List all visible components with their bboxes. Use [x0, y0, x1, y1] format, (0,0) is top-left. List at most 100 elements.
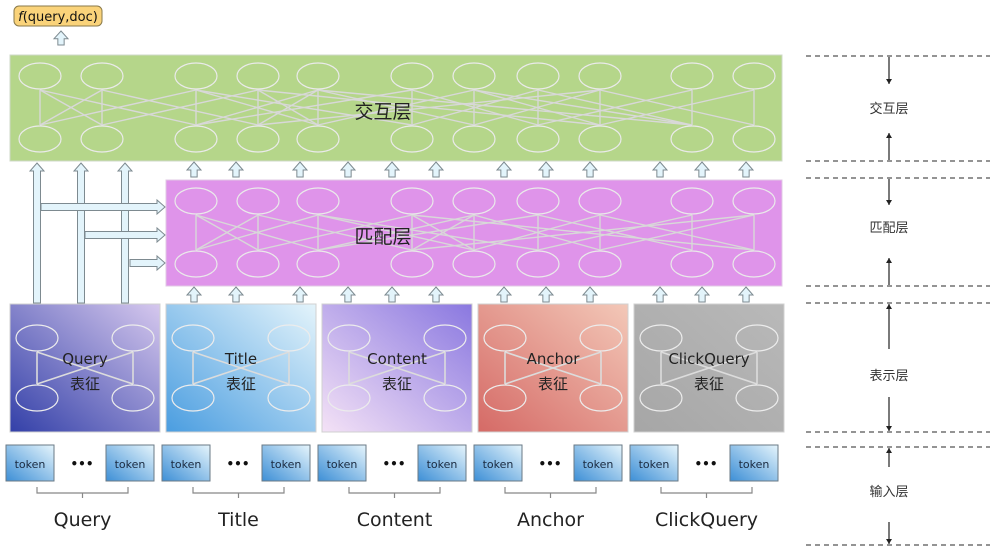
matching-layer-label: 匹配层 [354, 226, 411, 248]
node [15, 384, 59, 412]
field-label: Title [217, 509, 259, 531]
node [578, 187, 622, 215]
node [327, 384, 371, 412]
node [639, 384, 683, 412]
up-arrow-icon [886, 448, 892, 453]
node [735, 324, 779, 352]
interaction-layer-label: 交互层 [354, 101, 411, 123]
up-arrow-icon [227, 161, 245, 178]
representation-suffix: 表征 [538, 375, 568, 393]
up-arrow-icon [651, 286, 669, 303]
legend-label: 表示层 [869, 369, 908, 384]
up-arrow-icon [737, 286, 755, 303]
representation-name: Anchor [527, 350, 581, 368]
node [578, 125, 622, 153]
node [236, 62, 280, 90]
edge [599, 214, 755, 251]
representation-name: Title [224, 350, 257, 368]
node [670, 62, 714, 90]
down-arrow-icon [886, 539, 892, 544]
node [452, 250, 496, 278]
up-arrow-icon [185, 286, 203, 303]
up-arrow-icon [693, 286, 711, 303]
node [18, 125, 62, 153]
ellipsis: ••• [70, 457, 93, 471]
output-score-box: f(query,doc) [13, 5, 103, 27]
edge [195, 214, 259, 251]
legend-label: 匹配层 [869, 221, 908, 236]
down-arrow-icon [886, 200, 892, 205]
node [174, 125, 218, 153]
node [639, 324, 683, 352]
up-arrow-icon [651, 161, 669, 178]
node [174, 62, 218, 90]
node [267, 384, 311, 412]
ellipsis: ••• [382, 457, 405, 471]
edge [411, 214, 755, 251]
edge [192, 351, 290, 385]
node [670, 250, 714, 278]
node [579, 324, 623, 352]
token-box [729, 444, 779, 482]
node [452, 125, 496, 153]
node [80, 125, 124, 153]
token-label: token [327, 458, 358, 471]
up-arrow-icon [185, 161, 203, 178]
edge [195, 89, 319, 126]
field-label: ClickQuery [655, 509, 758, 531]
token-label: token [15, 458, 46, 471]
up-arrow-icon [291, 286, 309, 303]
token-label: token [115, 458, 146, 471]
token-box [473, 444, 523, 482]
node [732, 187, 776, 215]
ellipsis: ••• [226, 457, 249, 471]
edge [317, 89, 475, 126]
node [732, 62, 776, 90]
up-arrow-icon [52, 30, 70, 46]
node [171, 384, 215, 412]
brace [660, 487, 753, 498]
token-label: token [427, 458, 458, 471]
up-arrow-icon [886, 133, 892, 138]
node [670, 187, 714, 215]
token-box [105, 444, 155, 482]
node [80, 62, 124, 90]
edge [473, 214, 601, 251]
node [670, 125, 714, 153]
node [18, 62, 62, 90]
token-box [417, 444, 467, 482]
node [732, 250, 776, 278]
token-label: token [739, 458, 770, 471]
ellipsis: ••• [694, 457, 717, 471]
node [516, 62, 560, 90]
node [516, 125, 560, 153]
representation-suffix: 表征 [226, 375, 256, 393]
down-arrow-icon [886, 426, 892, 431]
long-up-arrow-icon [28, 162, 46, 304]
edge [473, 89, 693, 126]
field-label: Anchor [517, 509, 584, 531]
node [296, 62, 340, 90]
representation-name: ClickQuery [668, 350, 749, 368]
node [578, 62, 622, 90]
edge [257, 89, 319, 126]
up-arrow-icon [693, 161, 711, 178]
edge [317, 89, 693, 126]
up-arrow-icon [737, 161, 755, 178]
up-arrow-icon [427, 161, 445, 178]
node [236, 187, 280, 215]
node [390, 62, 434, 90]
field-label: Query [54, 509, 112, 531]
node [578, 250, 622, 278]
node [296, 187, 340, 215]
up-arrow-icon [227, 286, 245, 303]
svg-text:f(query,doc): f(query,doc) [18, 10, 98, 25]
node [174, 250, 218, 278]
up-arrow-icon [886, 258, 892, 263]
edge [39, 89, 197, 126]
brace [192, 487, 285, 498]
